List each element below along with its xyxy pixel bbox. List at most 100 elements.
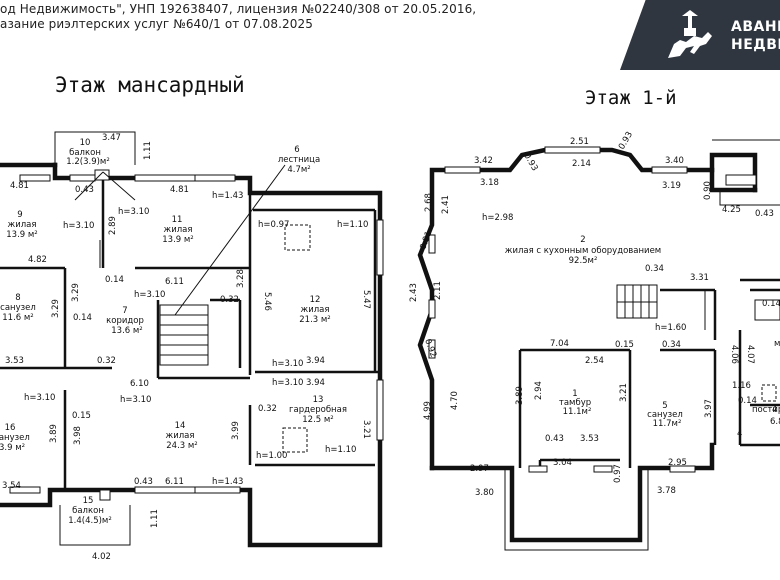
room11-num: 11: [172, 215, 183, 225]
dim-3-80: 3.80: [475, 488, 494, 498]
dim-6-11-bottom: 6.11: [165, 477, 184, 487]
dim-0-43-top: 0.43: [75, 185, 94, 195]
dim-0-43-first: 0.43: [755, 209, 774, 219]
dim-4: 4: [737, 429, 742, 439]
dim-4-25: 4.25: [722, 205, 741, 215]
room9-name: жилая: [8, 220, 37, 230]
dim-0-15-first: 0.15: [615, 340, 634, 350]
room16-num: 16: [5, 423, 16, 433]
room1-num: 1: [572, 389, 577, 399]
room12-area: 21.3 м²: [299, 315, 330, 325]
dim-4-70: 4.70: [450, 391, 460, 410]
dim-3-78: 3.78: [657, 486, 676, 496]
dim-5-46: 5.46: [262, 292, 272, 311]
room10-num: 10: [80, 138, 91, 148]
room10-name: балкон: [69, 148, 101, 158]
dim-3-53: 3.53: [5, 356, 24, 366]
room12-name: жилая: [301, 305, 330, 315]
dim-3-94-bottom: 3.94: [306, 378, 325, 388]
room6-area: 4.7м²: [287, 165, 310, 175]
dim-2-41: 2.41: [441, 195, 451, 214]
dim-4-82: 4.82: [28, 255, 47, 265]
dim-0-14-b: 0.14: [73, 313, 92, 323]
dim-0-32-stairs: 0.32: [220, 295, 239, 305]
h-corridor: h=3.10: [134, 290, 165, 300]
room13-area: 12.5 м²: [302, 415, 333, 425]
header-license-line: од Недвижимость", УНП 192638407, лицензи…: [0, 2, 477, 16]
dim-0-43-first-b: 0.43: [545, 434, 564, 444]
room2-area: 92.5м²: [569, 256, 598, 266]
attic-dimensions: 3.47 1.11 4.81 0.43 4.81 2.89 4.82 0.14 …: [2, 133, 371, 562]
room4-name: постир: [752, 405, 780, 415]
first-floor-heights: h=2.98 h=1.60: [482, 213, 686, 333]
dim-0-32-b: 0.32: [97, 356, 116, 366]
h-room12-bottom: h=3.10: [272, 359, 303, 369]
room5-name: санузел: [647, 410, 683, 420]
h-room13-right: h=1.10: [325, 445, 356, 455]
h-room14: h=3.10: [120, 395, 151, 405]
h-room9: h=3.10: [63, 221, 94, 231]
room5-area: 11.7м²: [653, 419, 682, 429]
dim-2-14: 2.14: [572, 159, 591, 169]
first-floor-walls: [417, 139, 780, 551]
h-room2: h=2.98: [482, 213, 513, 223]
dim-3-04: 3.04: [553, 458, 572, 468]
room15-area: 1.4(4.5)м²: [68, 516, 112, 526]
room15-num: 15: [83, 496, 94, 506]
dim-3-94-top: 3.94: [306, 356, 325, 366]
dim-3-54: 3.54: [2, 481, 21, 491]
dim-0-32-c: 0.32: [258, 404, 277, 414]
room9-area: 13.9 м²: [6, 230, 37, 240]
attic-room-labels: 10 балкон 1.2(3.9)м² 9 жилая 13.9 м² 11 …: [0, 138, 347, 526]
first-floor-title: Этаж 1-й: [585, 87, 677, 109]
room2-name: жилая с кухонным оборудованием: [505, 246, 661, 256]
room7-area: 13.6 м²: [111, 326, 142, 336]
dim-3-29-a: 3.29: [71, 283, 81, 302]
first-floor-room-labels: 2 жилая с кухонным оборудованием 92.5м² …: [505, 235, 780, 429]
dim-4-99: 4.99: [423, 401, 433, 420]
dim-0-34-b: 0.34: [662, 340, 681, 350]
room4-num: 4: [772, 405, 777, 415]
h-room12-right: h=1.10: [337, 220, 368, 230]
dim-2-51: 2.51: [570, 137, 589, 147]
dim-2-43: 2.43: [409, 283, 419, 302]
room4-area: 6.8: [770, 417, 780, 427]
dim-3-21: 3.21: [361, 420, 371, 439]
h-room13-left: h=1.00: [256, 451, 287, 461]
dim-0-15: 0.15: [72, 411, 91, 421]
room5-num: 5: [662, 401, 667, 411]
dim-6-10: 6.10: [130, 379, 149, 389]
room11-name: жилая: [164, 225, 193, 235]
room2-num: 2: [580, 235, 585, 245]
dim-3-99: 3.99: [231, 421, 241, 440]
dim-6-11-top: 6.11: [165, 277, 184, 287]
dim-4-06: 4.06: [729, 345, 739, 364]
dim-0-90: 0.90: [703, 181, 713, 200]
h-room11-left: h=3.10: [118, 207, 149, 217]
dim-0-14-first-a: 0.14: [762, 299, 780, 309]
dim-1-16: 1.16: [732, 381, 751, 391]
room12-num: 12: [310, 295, 321, 305]
dim-0-93-a: 0.93: [521, 152, 539, 173]
logo-text-line1: АВАНГ: [731, 19, 780, 35]
header-service-line: азание риэлтерских услуг №640/1 от 07.08…: [0, 17, 313, 31]
dim-3-40: 3.40: [665, 156, 684, 166]
company-logo[interactable]: [620, 0, 780, 70]
h-room14-right: h=1.43: [212, 477, 243, 487]
dim-0-97: 0.97: [613, 464, 623, 483]
dim-3-53-first: 3.53: [580, 434, 599, 444]
dim-2-89: 2.89: [108, 216, 118, 235]
dim-3-18: 3.18: [480, 178, 499, 188]
first-floor-windows: [428, 146, 757, 473]
h-room-stairs: h=1.60: [655, 323, 686, 333]
room16-name: санузел: [0, 433, 30, 443]
dim-3-42: 3.42: [474, 156, 493, 166]
dim-4-81-left: 4.81: [10, 181, 29, 191]
room8-name: санузел: [0, 303, 36, 313]
attic-stairs: [74, 164, 311, 453]
dim-0-93-b: 0.93: [617, 130, 635, 151]
attic-floor-title: Этаж мансардный: [55, 73, 245, 97]
dim-5-47: 5.47: [361, 290, 371, 309]
dim-3-89: 3.89: [49, 424, 59, 443]
